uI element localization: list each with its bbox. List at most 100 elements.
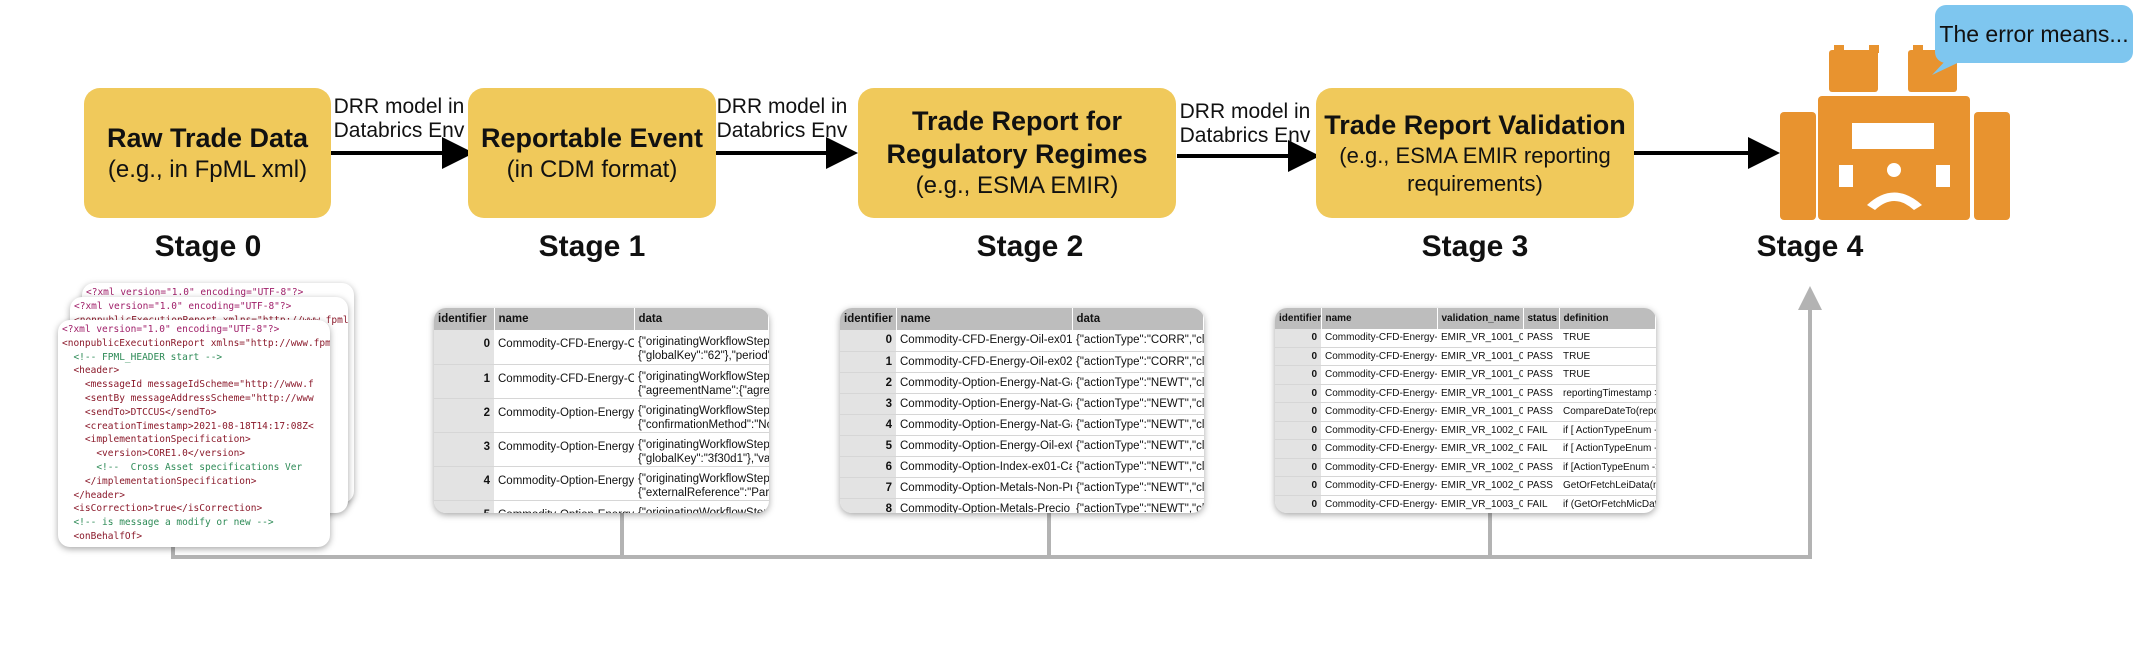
table-cell: PASS [1523,402,1559,422]
xml-card-front: <?xml version="1.0" encoding="UTF-8"?> <… [58,320,330,547]
table-cell: Commodity-Option-Energy-N [494,466,634,501]
stage-1-box: Reportable Event (in CDM format) [468,88,716,218]
table-cell: FAIL [1523,439,1559,459]
data-line: {"confirmationMethod":"NotC [638,418,769,431]
table-cell: 0 [1275,476,1321,496]
stage-2-box: Trade Report for Regulatory Regimes (e.g… [858,88,1176,218]
table-cell: EMIR_VR_1001_05 [1437,402,1523,422]
table-cell: {"originatingWorkflowStep":{"{"globalKey… [634,432,769,467]
speech-bubble: The error means... [1935,5,2133,63]
table-cell: EMIR_VR_1002_03 [1437,458,1523,477]
table-cell: Commodity-CFD-Energy-C [1321,421,1437,440]
table-cell: FAIL [1523,421,1559,440]
table-cell: 4 [840,414,896,436]
column-header: definition [1559,308,1656,329]
table-cell: 0 [1275,458,1321,477]
table-cell: 4 [434,466,494,501]
data-line: {"originatingWorkflowStep":{" [638,472,769,485]
table-cell: reportingTimestamp >= [1559,384,1656,403]
table-cell: 5 [434,500,494,513]
table-cell: Commodity-CFD-Energy-C [1321,402,1437,422]
table-cell: PASS [1523,476,1559,496]
data-line: {"originatingWorkflowStep":{" [638,336,769,348]
table-cell: 2 [840,372,896,394]
table-cell: {"actionType":"NEWT","cle [1072,414,1204,436]
table-cell: {"actionType":"NEWT","cle [1072,477,1204,499]
table-cell: PASS [1523,458,1559,477]
table-cell: CompareDateTo(report [1559,402,1656,422]
table-cell: {"actionType":"NEWT","cle [1072,372,1204,394]
table-stage3: identifier name validation_name status d… [1275,308,1656,513]
table-cell: TRUE [1559,347,1656,366]
stage-3-box: Trade Report Validation (e.g., ESMA EMIR… [1316,88,1634,218]
table-cell: TRUE [1559,329,1656,348]
table-cell: PASS [1523,329,1559,348]
table-cell: {"originatingWorkflowStep":{"{"globalKey… [634,330,769,365]
table-cell: Commodity-CFD-Energy-Oil-ex02-C [896,351,1072,373]
table-cell: if [ ActionTypeEnum -> [1559,421,1656,440]
table-cell: 7 [840,477,896,499]
stage-0-label: Stage 0 [154,230,262,263]
table-cell: EMIR_VR_1001_01 [1437,329,1523,348]
table-cell: {"actionType":"NEWT","cle [1072,435,1204,457]
column-header: data [634,308,769,330]
table-cell: {"originatingWorkflowStep":{"{"externalR… [634,466,769,501]
table-cell: 2 [434,398,494,433]
table-cell: Commodity-CFD-Energy-C [1321,458,1437,477]
column-header: name [896,308,1073,330]
table-cell: 3 [840,393,896,415]
table-cell: FAIL [1523,495,1559,513]
table-cell: {"originatingWorkflowStep":{" [634,500,769,513]
table-cell: Commodity-Option-Index-ex01-Cas [896,456,1072,478]
table-cell: EMIR_VR_1001_03 [1437,365,1523,385]
data-line: {"externalReference":"Party2 [638,486,769,499]
table-cell: {"originatingWorkflowStep":{"{"agreement… [634,364,769,399]
table-cell: 0 [1275,384,1321,403]
column-header: identifier [840,308,897,330]
table-cell: if [ActionTypeEnum -> [1559,458,1656,477]
table-cell: 1 [840,351,896,373]
stage-3-label: Stage 3 [1421,230,1529,263]
table-cell: {"actionType":"NEWT","cle [1072,498,1204,513]
table-cell: 0 [434,330,494,365]
table-cell: 8 [840,498,896,513]
table-cell: if (GetOrFetchMicData [1559,495,1656,513]
table-cell: 0 [1275,365,1321,385]
table-cell: PASS [1523,365,1559,385]
table-cell: PASS [1523,347,1559,366]
xml-snippet: <?xml version="1.0" encoding="UTF-8"?> <… [62,324,330,542]
table-cell: {"originatingWorkflowStep":{"{"confirmat… [634,398,769,433]
table-cell: 0 [1275,421,1321,440]
table-cell: GetOrFetchLeiData(no [1559,476,1656,496]
table-cell: Commodity-CFD-Energy-C [1321,384,1437,403]
table-cell: EMIR_VR_1003_01 [1437,495,1523,513]
table-cell: Commodity-Option-Energy-C [494,500,634,513]
table-cell: Commodity-CFD-Energy-C [1321,347,1437,366]
data-line: {"globalKey":"3f30d1"},"valu [638,452,769,465]
stage-1-label: Stage 1 [538,230,646,263]
table-cell: Commodity-Option-Energy-N [494,432,634,467]
table-cell: EMIR_VR_1001_02 [1437,347,1523,366]
table-cell: if [ ActionTypeEnum -> [1559,439,1656,459]
stage-2-label: Stage 2 [976,230,1084,263]
table-cell: 5 [840,435,896,457]
table-cell: 0 [1275,439,1321,459]
column-header: name [494,308,635,330]
